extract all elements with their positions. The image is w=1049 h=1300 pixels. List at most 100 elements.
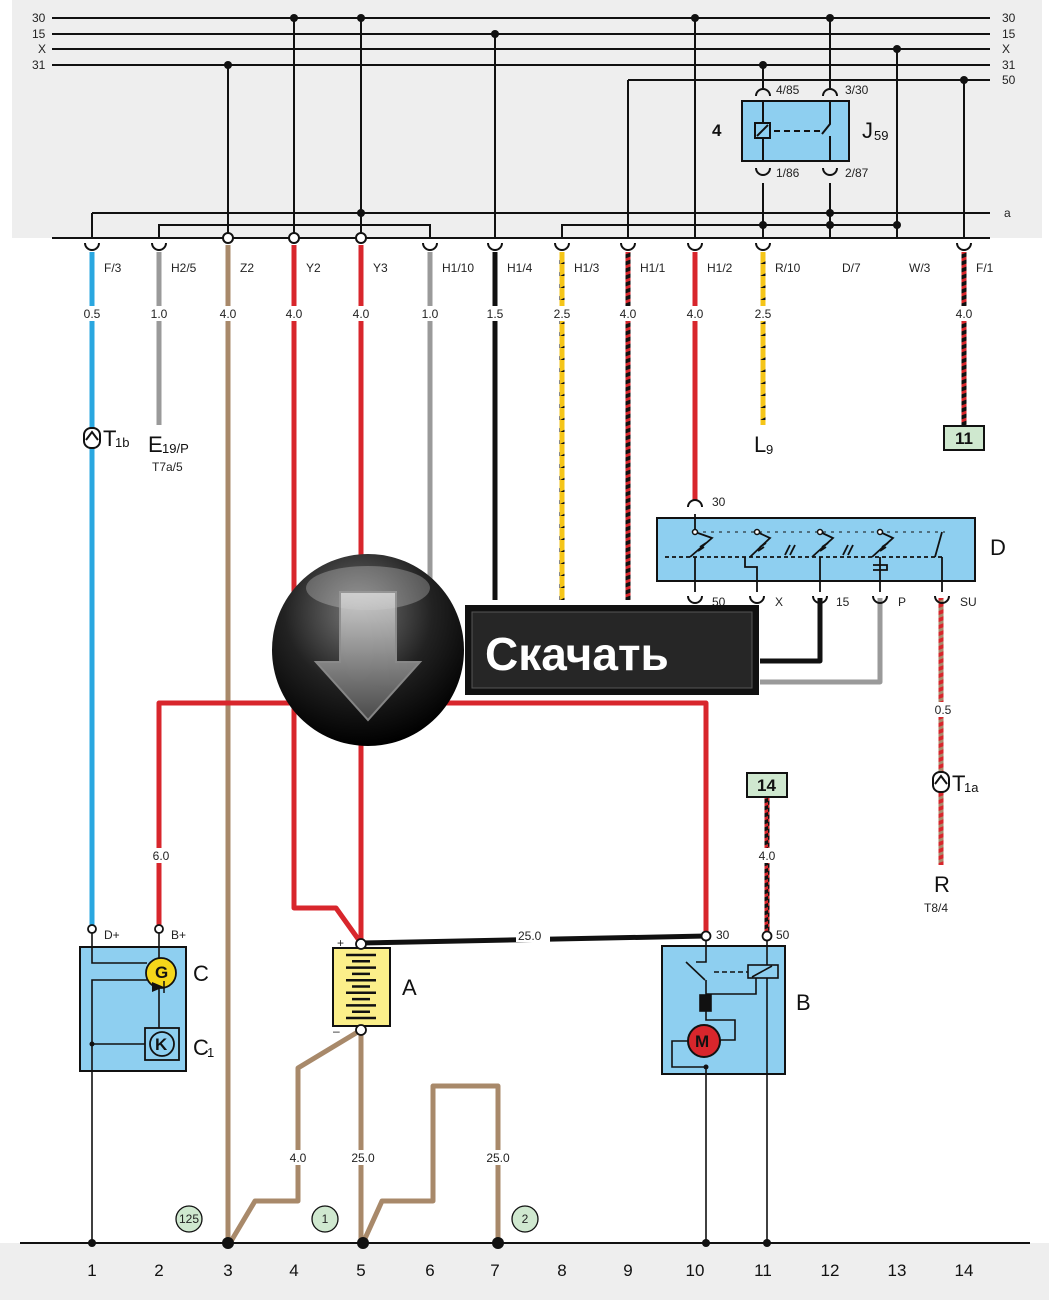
wire-section-label: 0.5 (84, 307, 101, 321)
switch-d-pin-x: X (775, 595, 783, 609)
column-number: 4 (289, 1261, 298, 1280)
panel-connections (91, 18, 965, 238)
wire-section-label: 1.0 (422, 307, 439, 321)
wire-section-label: 2.5 (755, 307, 772, 321)
connector-pin-label: H1/2 (707, 261, 733, 275)
l9-sub: 9 (766, 442, 773, 457)
column-number: 2 (154, 1261, 163, 1280)
rail-label-31-left: 31 (32, 58, 46, 72)
generator-g: G (155, 963, 168, 982)
socket-6 (487, 242, 503, 251)
connector-pin-label: H1/1 (640, 261, 666, 275)
ground-point-ref: 2 (522, 1212, 529, 1226)
r-label: R (934, 872, 950, 897)
connector-pin-label: D/7 (842, 261, 861, 275)
socket-10 (755, 242, 771, 251)
relay-panel (12, 0, 1042, 238)
socket-2 (222, 232, 234, 244)
wire-section-label: 1.0 (151, 307, 168, 321)
relay-pin-2-87: 2/87 (845, 166, 869, 180)
socket-5 (422, 242, 438, 251)
supply-rails (52, 17, 990, 239)
generator-c (79, 932, 187, 1240)
connector-pin-label: H1/10 (442, 261, 474, 275)
relay-pin-3-30: 3/30 (845, 83, 869, 97)
wire-section-label: 4.0 (290, 1151, 307, 1165)
switch-d-pin-30: 30 (712, 495, 726, 509)
connector-pin-label: Z2 (240, 261, 254, 275)
wire-section-label: 4.0 (687, 307, 704, 321)
column-number: 13 (888, 1261, 907, 1280)
rail-label-30-left: 30 (32, 11, 46, 25)
ground-dots (88, 1237, 771, 1249)
wire-section-label: 0.5 (935, 703, 952, 717)
generator-pin-dplus: D+ (104, 928, 120, 942)
relay-pin-1-86: 1/86 (776, 166, 800, 180)
starter-pin-30: 30 (716, 928, 730, 942)
ref-14 (746, 772, 788, 798)
relay-pin-4-85: 4/85 (776, 83, 800, 97)
ref-11 (943, 425, 985, 451)
switch-d-pin-15: 15 (836, 595, 850, 609)
rail-label-30-right: 30 (1002, 11, 1016, 25)
relay-j59 (741, 88, 850, 176)
e19-extra: T7a/5 (152, 460, 183, 474)
battery-minus: – (333, 1024, 340, 1038)
column-number: 1 (87, 1261, 96, 1280)
socket-9 (687, 242, 703, 251)
wire-section-label: 4.0 (220, 307, 237, 321)
wires (89, 245, 967, 1245)
socket-1 (151, 242, 167, 251)
ignition-switch-d (656, 499, 976, 604)
wire-section-label: 4.0 (759, 849, 776, 863)
connector-pin-label: H2/5 (171, 261, 197, 275)
wire-section-label: 1.5 (487, 307, 504, 321)
connector-pin-label: H1/4 (507, 261, 533, 275)
relay-name-sub: 59 (874, 128, 888, 143)
wire-section-label: 25.0 (486, 1151, 510, 1165)
connector-pin-label: F/3 (104, 261, 122, 275)
column-number: 12 (821, 1261, 840, 1280)
socket-4 (355, 232, 367, 244)
wire-section-label: 4.0 (956, 307, 973, 321)
rail-label-x-left: X (38, 42, 46, 56)
regulator-sub: 1 (207, 1045, 214, 1060)
t1b-sub: 1b (115, 435, 129, 450)
socket-3 (288, 232, 300, 244)
l9-label: L (754, 432, 766, 457)
t1a-sub: 1a (964, 780, 979, 795)
battery-label: A (402, 975, 417, 1000)
wire-section-label: 25.0 (351, 1151, 375, 1165)
wire-section-label: 4.0 (353, 307, 370, 321)
column-number: 8 (557, 1261, 566, 1280)
wire-section-label: 6.0 (153, 849, 170, 863)
e19-sub: 19/P (162, 441, 189, 456)
regulator-k: K (155, 1035, 168, 1054)
t1b-label: T (103, 426, 116, 451)
rail-label-a-right: a (1004, 206, 1011, 220)
ref-11-text: 11 (955, 429, 973, 448)
switch-d-pin-su: SU (960, 595, 977, 609)
relay-number: 4 (712, 121, 722, 140)
ref-14-text: 14 (757, 776, 776, 795)
socket-13 (956, 242, 972, 251)
rail-label-50-right: 50 (1002, 73, 1016, 87)
switch-d-label: D (990, 535, 1006, 560)
connector-pin-label: R/10 (775, 261, 801, 275)
connector-sockets (84, 232, 972, 251)
connector-pin-label: W/3 (909, 261, 931, 275)
relay-name: J (862, 118, 873, 143)
starter-motor-m: M (695, 1032, 709, 1051)
wire-section-label: 4.0 (620, 307, 637, 321)
terminals (87, 924, 773, 1036)
download-watermark[interactable] (272, 554, 759, 746)
battery-cable-section: 25.0 (518, 929, 542, 943)
socket-7 (554, 242, 570, 251)
junction-dots (224, 14, 968, 229)
column-number: 7 (490, 1261, 499, 1280)
